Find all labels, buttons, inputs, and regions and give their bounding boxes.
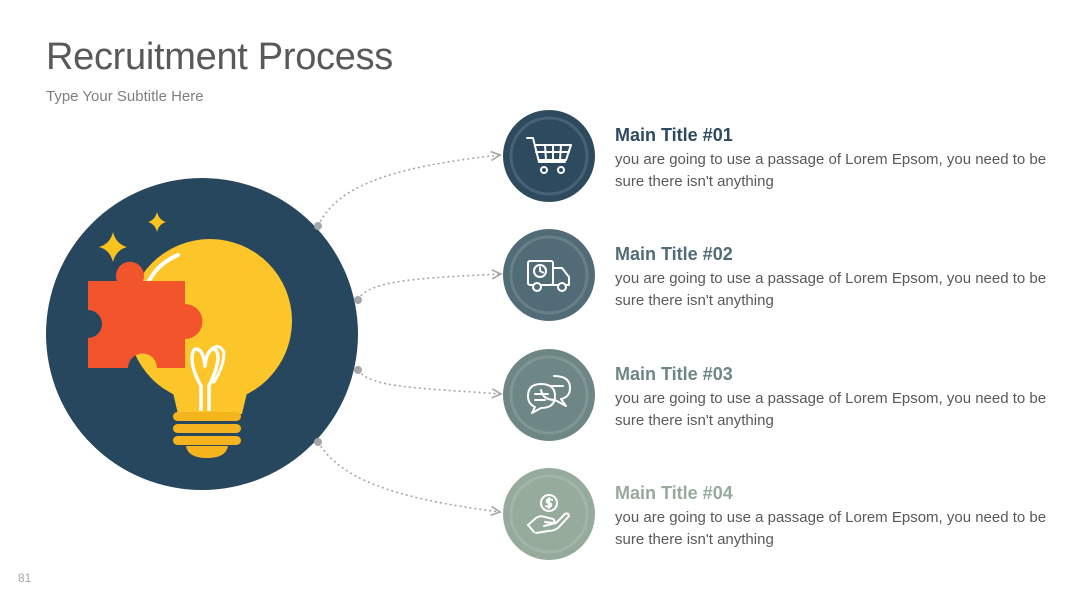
step-1-description: you are going to use a passage of Lorem … [615, 151, 1047, 190]
step-2-title: Main Title #02 [615, 244, 733, 264]
step-3-badge [503, 349, 595, 441]
step-4-title: Main Title #04 [615, 483, 733, 503]
bulb-base [173, 412, 241, 458]
step-4-description: you are going to use a passage of Lorem … [615, 509, 1047, 548]
hand-coin-icon [527, 494, 570, 534]
idea-illustration [46, 178, 358, 490]
sparkle-large-icon [99, 232, 127, 262]
step-1-title: Main Title #01 [615, 125, 733, 145]
connectors [314, 150, 503, 517]
connector-2 [354, 269, 503, 304]
step-1-badge [503, 110, 595, 202]
sparkle-small-icon [148, 212, 166, 232]
bulb-filament-icon [190, 347, 220, 411]
connector-3 [354, 366, 503, 399]
step-2-badge [503, 229, 595, 321]
connector-4 [314, 438, 502, 517]
chat-bubbles-icon [527, 375, 571, 414]
page-number: 81 [18, 571, 32, 585]
puzzle-piece-icon [88, 261, 203, 368]
step-2-description: you are going to use a passage of Lorem … [615, 270, 1047, 309]
shopping-cart-icon [526, 137, 572, 174]
delivery-truck-icon [527, 260, 570, 292]
slide-title: Recruitment Process [46, 36, 393, 78]
connector-1 [314, 150, 502, 230]
slide-subtitle: Type Your Subtitle Here [46, 88, 204, 105]
step-3-title: Main Title #03 [615, 364, 733, 384]
step-4-badge [503, 468, 595, 560]
step-3-description: you are going to use a passage of Lorem … [615, 390, 1047, 429]
